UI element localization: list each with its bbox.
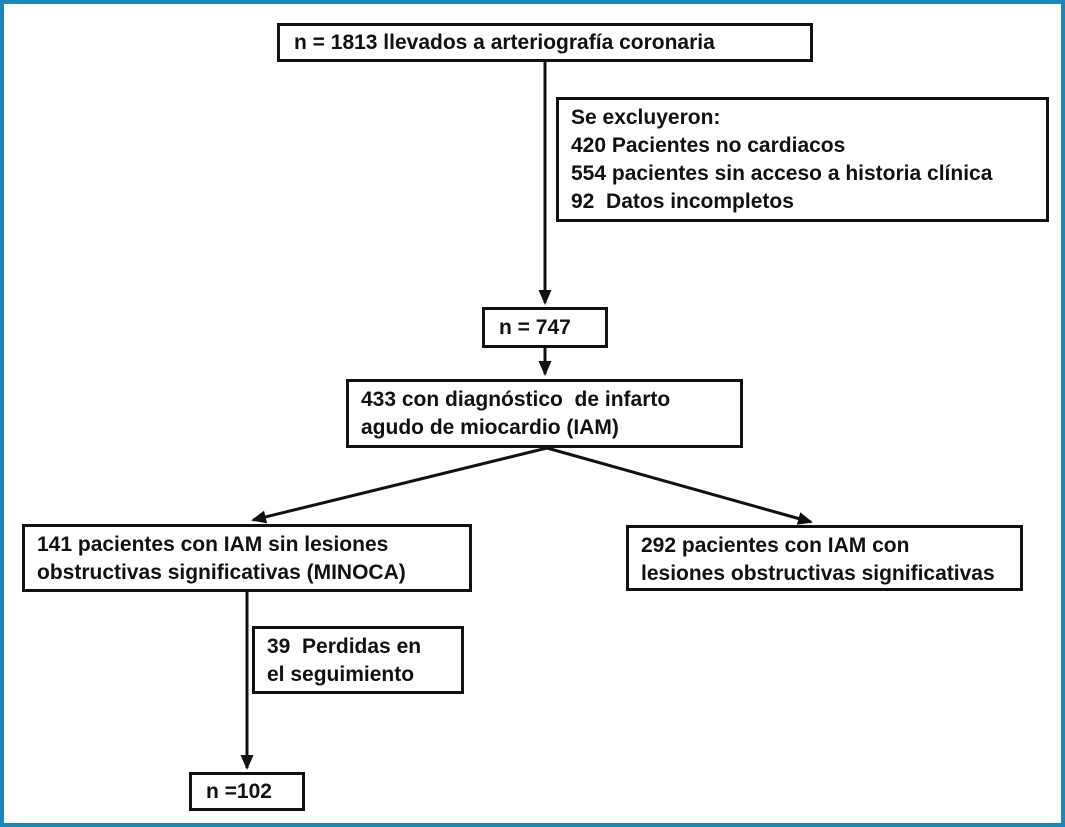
node-n747-text: n = 747 [499, 315, 571, 339]
node-n102-text: n =102 [206, 779, 272, 803]
perdidas-line-1: 39 Perdidas en [267, 635, 422, 658]
excluded-item-datos-incompletos: 92 Datos incompletos [571, 190, 794, 213]
node-lesiones-obstructivas: 292 pacientes con IAM con lesiones obstr… [626, 525, 1023, 591]
node-total-arteriografia: n = 1813 llevados a arteriografía corona… [277, 23, 813, 62]
iam-line-2: agudo de miocardio (IAM) [361, 416, 619, 439]
connector-iam-to-minoca [251, 446, 548, 524]
node-perdidas-seguimiento: 39 Perdidas en el seguimiento [252, 626, 464, 694]
iam-line-1: 433 con diagnóstico de infarto [361, 388, 671, 411]
node-n102: n =102 [189, 772, 305, 811]
node-n747: n = 747 [482, 307, 608, 348]
minoca-line-1: 141 pacientes con IAM sin lesiones [37, 533, 389, 556]
excluded-header: Se excluyeron: [571, 106, 721, 129]
node-minoca: 141 pacientes con IAM sin lesiones obstr… [22, 524, 472, 592]
minoca-line-2: obstructivas significativas (MINOCA) [37, 561, 406, 584]
connector-iam-to-obstructivas [546, 446, 813, 525]
obstructivas-line-1: 292 pacientes con IAM con [641, 534, 910, 557]
obstructivas-line-2: lesiones obstructivas significativas [641, 562, 995, 585]
perdidas-line-2: el seguimiento [267, 663, 415, 686]
node-total-text: n = 1813 llevados a arteriografía corona… [294, 30, 715, 54]
excluded-item-sin-acceso: 554 pacientes sin acceso a historia clín… [571, 162, 993, 185]
node-iam-diagnostico: 433 con diagnóstico de infarto agudo de … [346, 379, 743, 448]
node-excluded: Se excluyeron: 420 Pacientes no cardiaco… [556, 97, 1049, 222]
excluded-item-no-cardiacos: 420 Pacientes no cardiacos [571, 134, 846, 157]
